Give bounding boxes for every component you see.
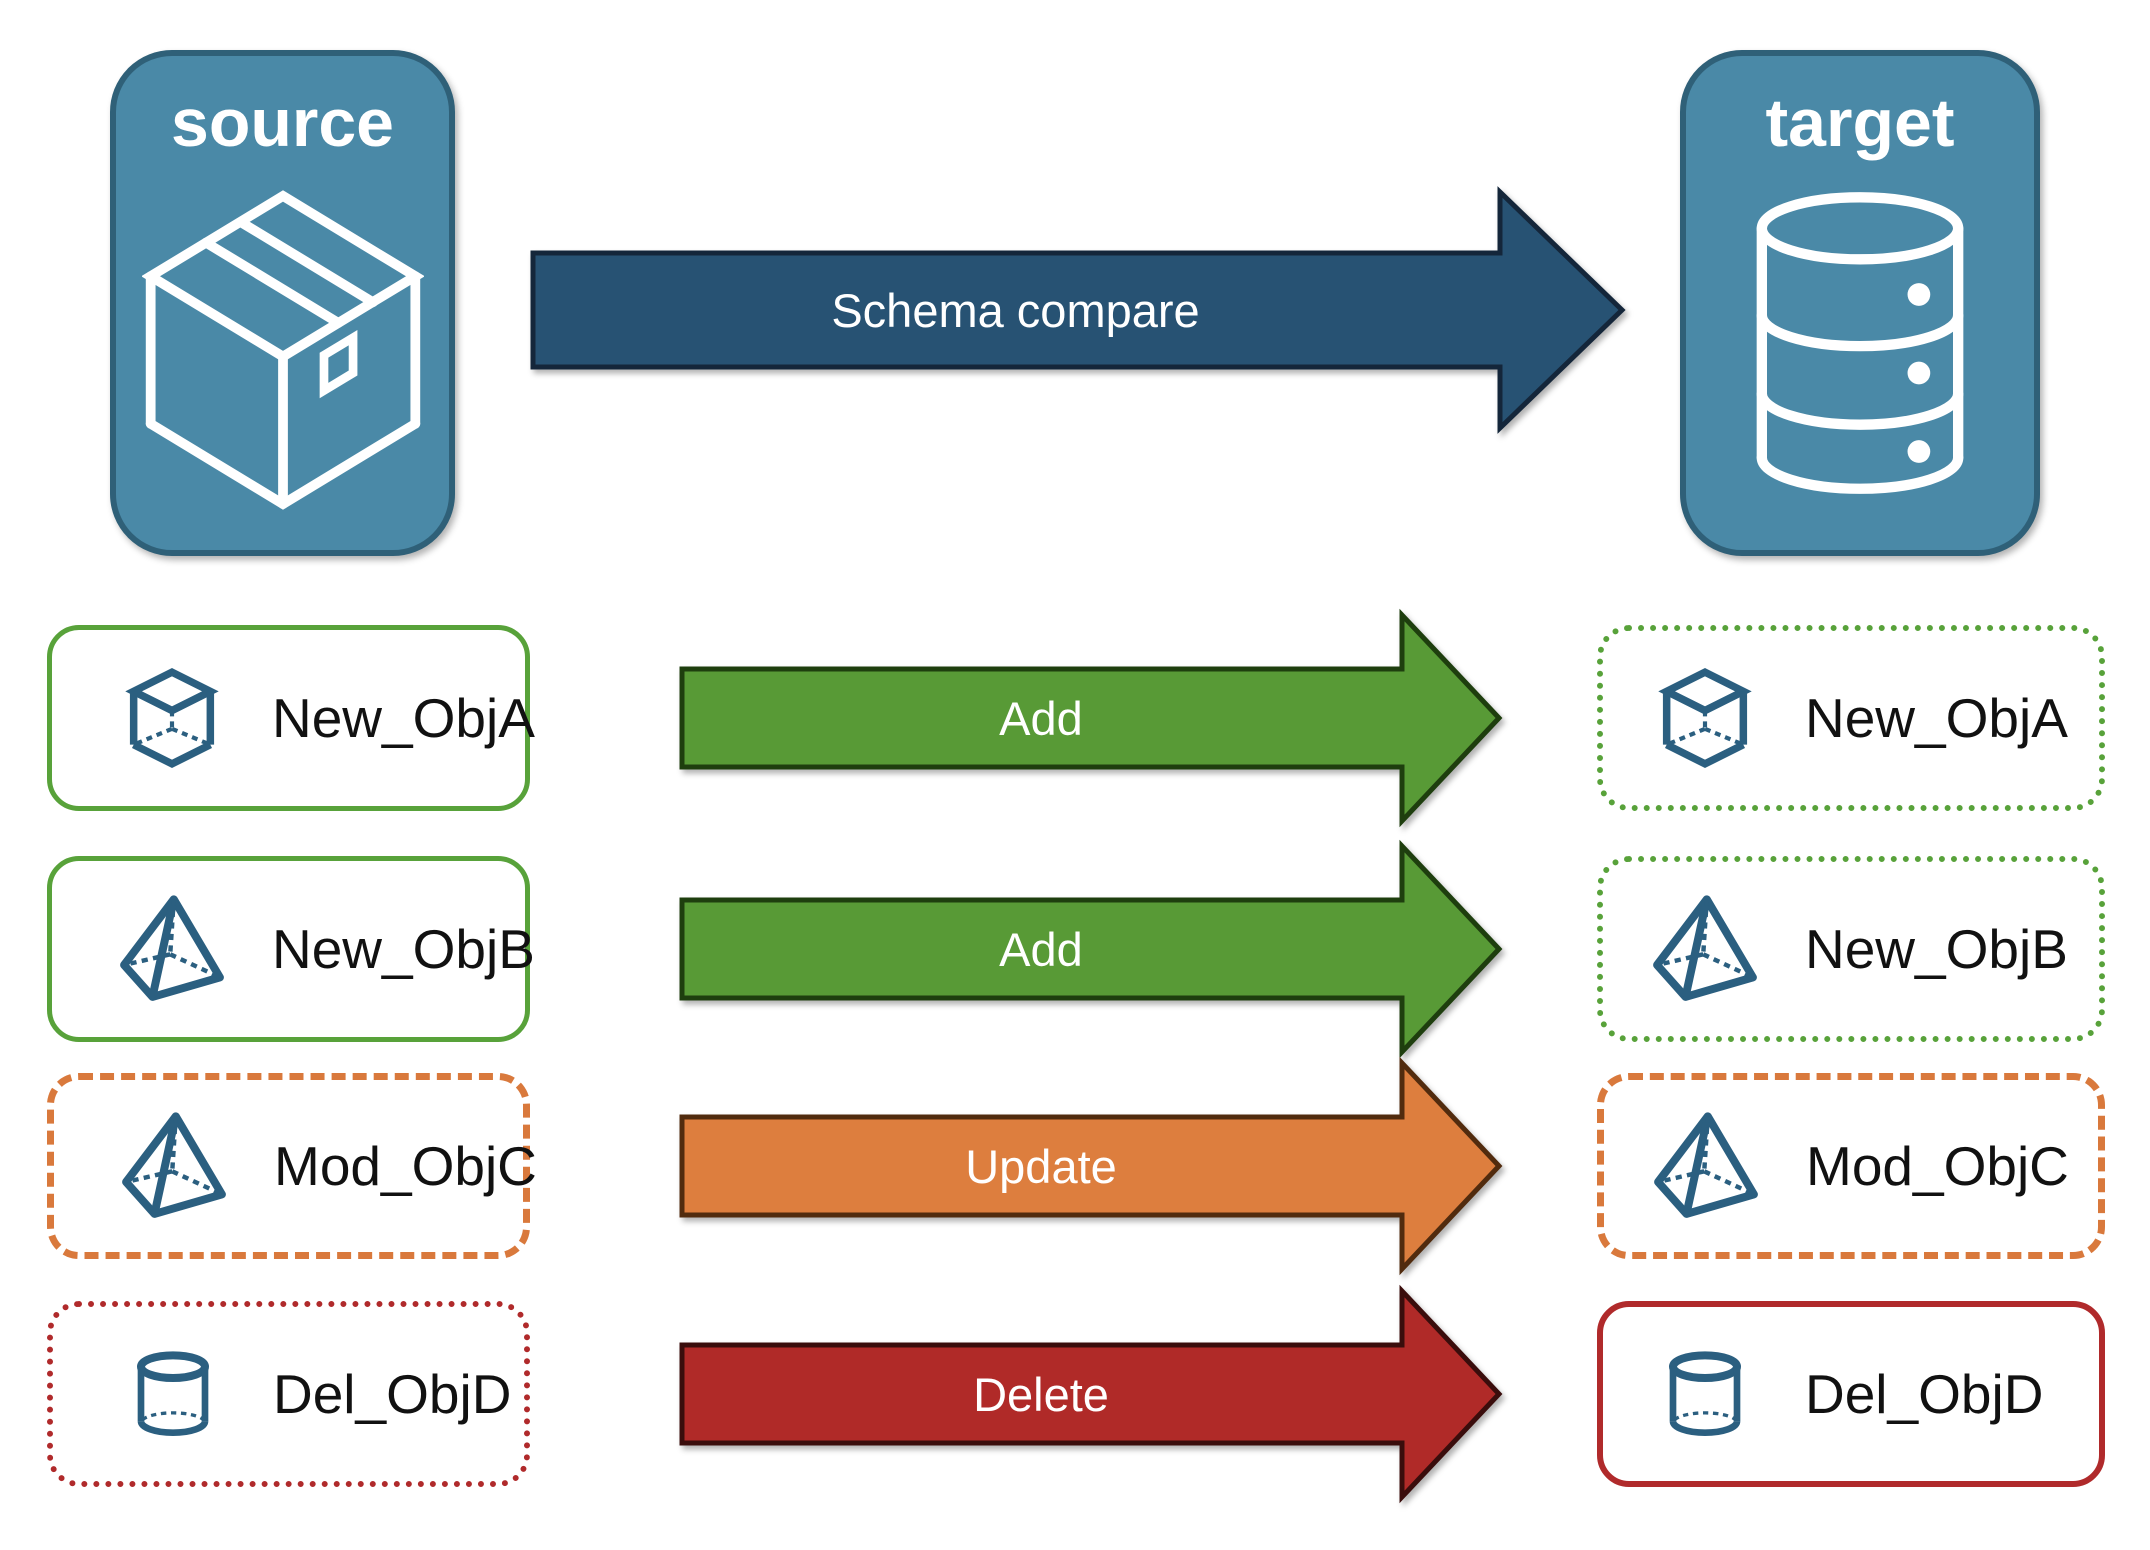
object-name: Mod_ObjC [274,1135,537,1197]
object-name: Del_ObjD [273,1363,512,1425]
target-panel-title: target [1765,85,1955,161]
target-panel: target [1680,50,2040,556]
object-name: New_ObjA [272,687,535,749]
object-name: Del_ObjD [1805,1363,2044,1425]
object-name: New_ObjB [1805,918,2068,980]
source-panel: source [110,50,455,556]
database-icon [1756,191,1964,494]
target-card-del-objd: Del_ObjD [1597,1301,2105,1487]
pyramid-icon [1649,894,1761,1004]
cube-icon [116,665,228,771]
schema-compare-arrow [530,186,1626,434]
source-card-del-objd: Del_ObjD [47,1301,530,1487]
pyramid-icon [116,894,228,1004]
cylinder-icon [117,1348,229,1440]
add-arrow-obja [679,608,1503,828]
pyramid-icon [1650,1111,1762,1221]
source-panel-title: source [171,85,394,161]
cylinder-icon [1649,1348,1761,1440]
add-arrow-objb [679,839,1503,1059]
package-icon [141,190,424,510]
source-card-new-objb: New_ObjB [47,856,535,1042]
object-name: Mod_ObjC [1806,1135,2069,1197]
object-name: New_ObjA [1805,687,2068,749]
source-card-new-obja: New_ObjA [47,625,535,811]
cube-icon [1649,665,1761,771]
target-card-new-obja: New_ObjA [1597,625,2105,811]
source-card-mod-objc: Mod_ObjC [47,1073,537,1259]
target-card-new-objb: New_ObjB [1597,856,2105,1042]
delete-arrow-objd [679,1284,1503,1504]
update-arrow-objc [679,1056,1503,1276]
target-card-mod-objc: Mod_ObjC [1597,1073,2105,1259]
object-name: New_ObjB [272,918,535,980]
pyramid-icon [118,1111,230,1221]
